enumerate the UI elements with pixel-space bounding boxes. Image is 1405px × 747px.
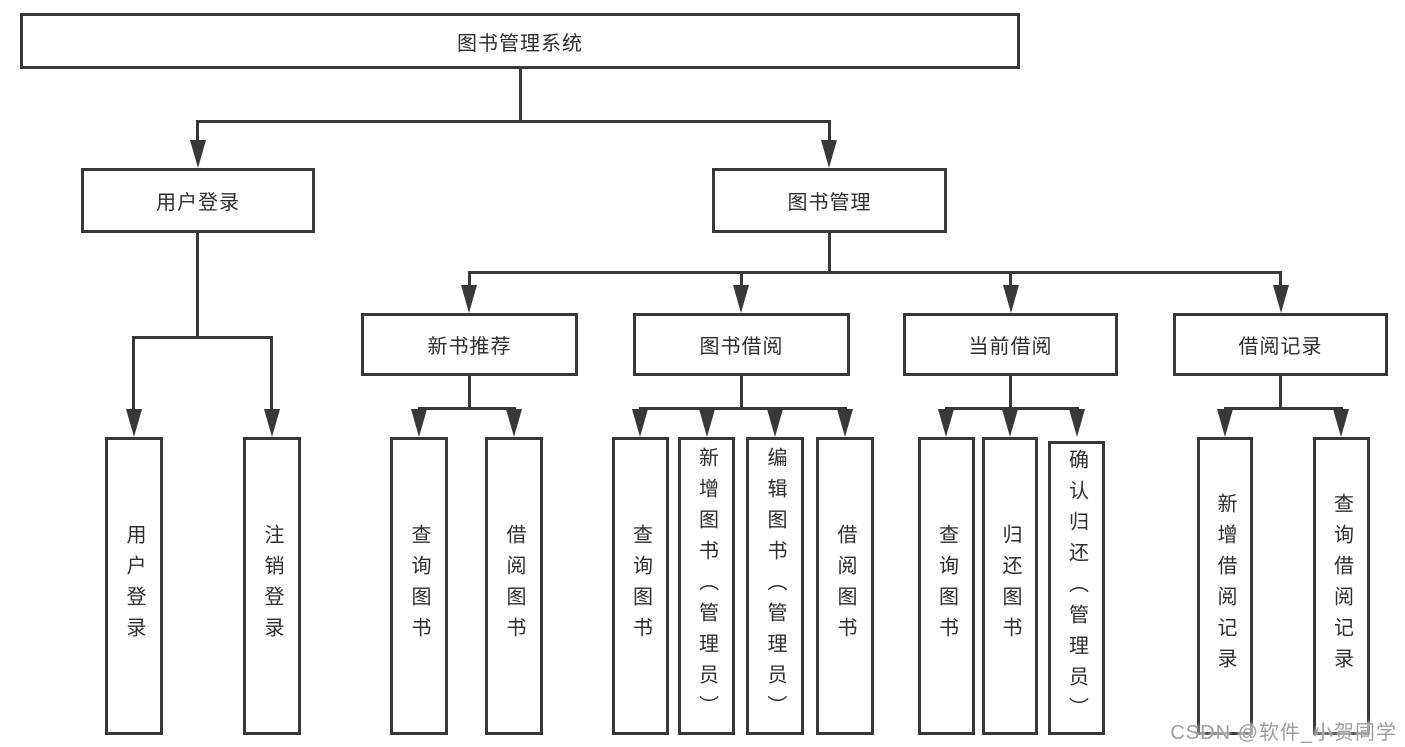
- connector-line: [1224, 407, 1343, 410]
- node-label: 注销登录: [261, 524, 283, 648]
- node-add-books-admin: 新增图书（管理员）: [678, 437, 735, 735]
- connector-line: [1009, 271, 1012, 289]
- node-label: 新书推荐: [427, 336, 512, 358]
- connector-line: [196, 233, 199, 336]
- node-edit-books-admin: 编辑图书（管理员）: [746, 437, 804, 735]
- arrow-down-icon: [126, 409, 142, 437]
- connector-line: [1279, 376, 1282, 407]
- node-borrow-books-recommend: 借阅图书: [485, 437, 543, 735]
- node-book-management: 图书管理: [712, 168, 947, 233]
- node-book-borrowing: 图书借阅: [633, 313, 850, 376]
- node-label: 查询图书: [935, 524, 958, 648]
- connector-line: [1279, 271, 1282, 289]
- connector-line: [468, 271, 1282, 274]
- arrow-down-icon: [938, 409, 954, 437]
- node-label: 借阅图书: [834, 524, 856, 648]
- node-label: 新增图书（管理员）: [695, 446, 718, 726]
- connector-line: [945, 407, 1079, 410]
- node-label: 图书管理系统: [457, 32, 583, 55]
- arrow-down-icon: [632, 409, 648, 437]
- arrow-down-icon: [1333, 409, 1349, 437]
- arrow-down-icon: [190, 140, 206, 168]
- node-query-books-recommend: 查询图书: [390, 437, 448, 735]
- node-logout: 注销登录: [243, 437, 301, 735]
- connector-line: [1009, 376, 1012, 407]
- node-query-borrow-record: 查询借阅记录: [1313, 437, 1370, 735]
- connector-line: [196, 120, 831, 123]
- node-add-borrow-record: 新增借阅记录: [1197, 437, 1253, 735]
- connector-line: [270, 336, 273, 412]
- node-new-book-recommend: 新书推荐: [361, 313, 578, 376]
- node-label: 归还图书: [999, 524, 1021, 648]
- node-label: 借阅记录: [1238, 336, 1323, 358]
- watermark: CSDN @软件_小贺同学: [1170, 722, 1397, 744]
- node-label: 当前借阅: [968, 336, 1053, 358]
- connector-line: [196, 120, 199, 144]
- node-query-books-borrow: 查询图书: [612, 437, 669, 735]
- arrow-down-icon: [1003, 285, 1019, 313]
- connector-line: [132, 336, 135, 412]
- node-label: 确认归还（管理员）: [1065, 448, 1088, 728]
- node-label: 查询借阅记录: [1330, 493, 1353, 679]
- connector-line: [828, 120, 831, 144]
- connector-line: [639, 407, 847, 410]
- arrow-down-icon: [461, 285, 477, 313]
- connector-line: [519, 69, 522, 120]
- node-label: 图书管理: [787, 192, 872, 214]
- arrow-down-icon: [1002, 409, 1018, 437]
- connector-line: [468, 271, 471, 289]
- arrow-down-icon: [506, 409, 522, 437]
- arrow-down-icon: [1217, 409, 1233, 437]
- node-label: 用户登录: [123, 524, 145, 648]
- node-book-management-system: 图书管理系统: [20, 13, 1020, 69]
- node-query-books-current: 查询图书: [918, 437, 975, 735]
- arrow-down-icon: [767, 409, 783, 437]
- arrow-down-icon: [1273, 285, 1289, 313]
- connector-line: [132, 336, 273, 339]
- connector-line: [468, 376, 471, 407]
- arrow-down-icon: [733, 285, 749, 313]
- arrow-down-icon: [699, 409, 715, 437]
- node-borrow-books-leaf: 借阅图书: [816, 437, 874, 735]
- node-label: 查询图书: [629, 524, 652, 648]
- node-user-login: 用户登录: [81, 168, 315, 233]
- node-borrowing-records: 借阅记录: [1173, 313, 1388, 376]
- node-label: 借阅图书: [503, 524, 525, 648]
- node-return-books: 归还图书: [982, 437, 1038, 735]
- arrow-down-icon: [411, 409, 427, 437]
- node-label: 图书借阅: [699, 336, 784, 358]
- connector-line: [828, 233, 831, 271]
- arrow-down-icon: [837, 409, 853, 437]
- node-label: 编辑图书（管理员）: [764, 446, 786, 726]
- connector-line: [740, 376, 743, 407]
- node-label: 新增借阅记录: [1214, 493, 1236, 679]
- node-user-login-leaf: 用户登录: [105, 437, 163, 735]
- node-label: 查询图书: [408, 524, 430, 648]
- node-confirm-return-admin: 确认归还（管理员）: [1048, 441, 1105, 735]
- arrow-down-icon: [821, 140, 837, 168]
- connector-line: [418, 407, 516, 410]
- connector-line: [740, 271, 743, 289]
- arrow-down-icon: [264, 409, 280, 437]
- node-label: 用户登录: [156, 192, 240, 214]
- arrow-down-icon: [1069, 409, 1085, 437]
- node-current-borrowing: 当前借阅: [903, 313, 1118, 376]
